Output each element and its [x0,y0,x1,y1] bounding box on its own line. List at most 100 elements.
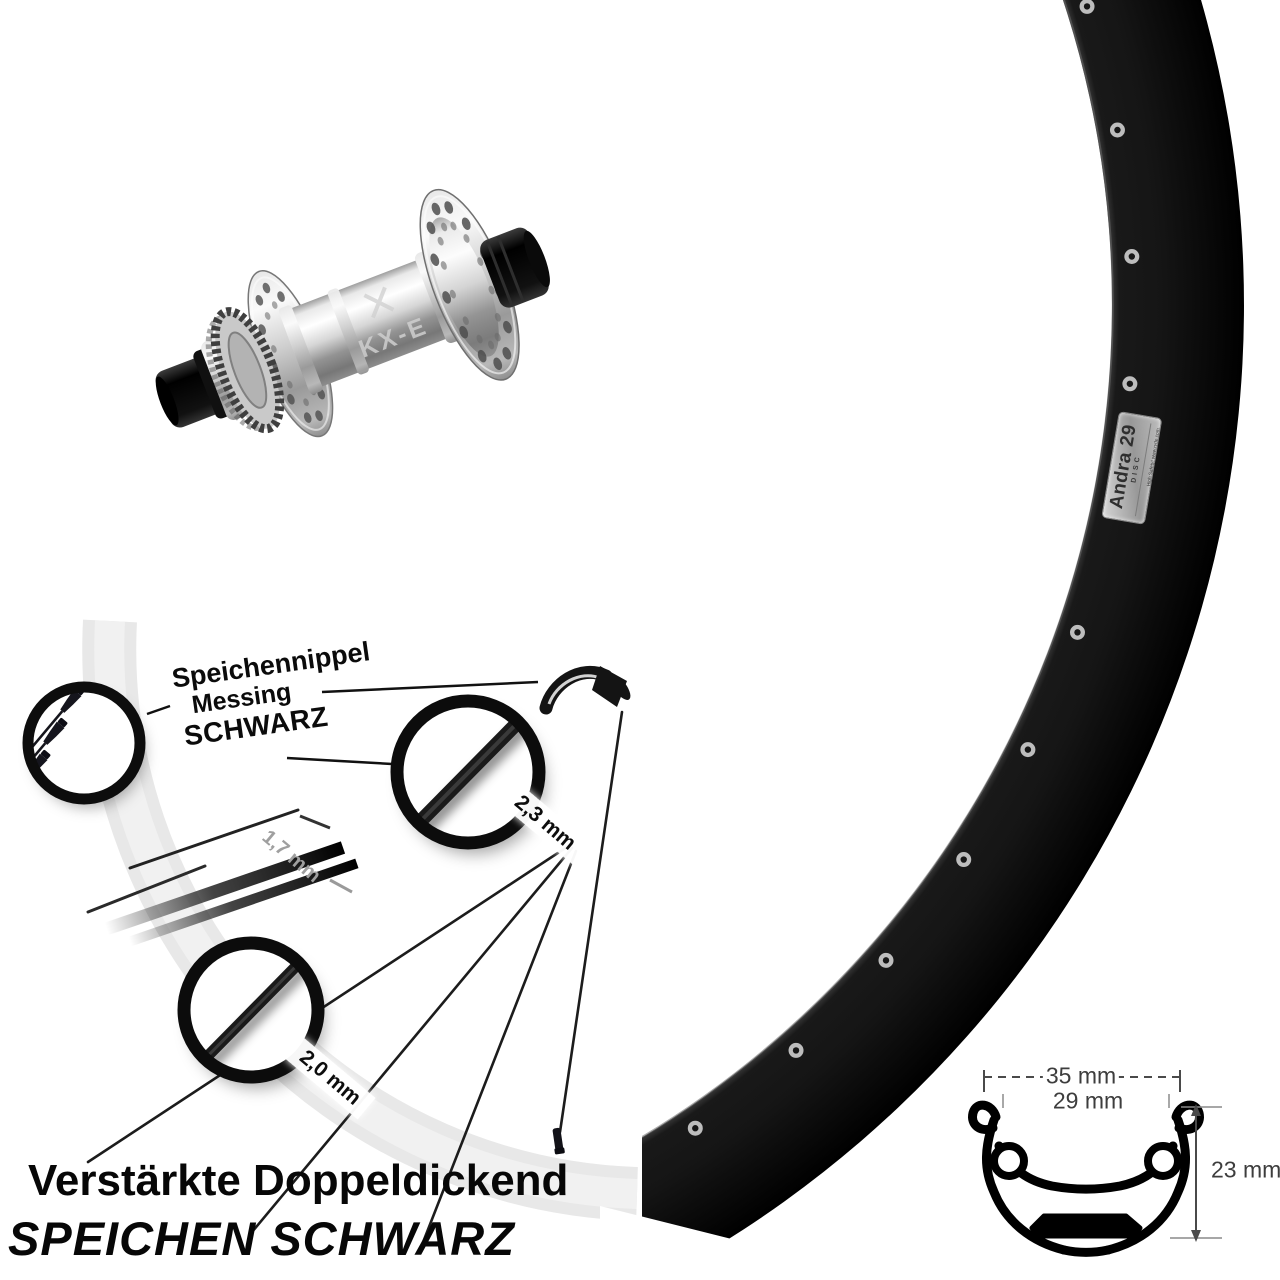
flange-spoke-hole [426,221,436,235]
front-hub-photo: KX-E [155,188,550,438]
nipple-head [554,1147,565,1155]
spoke-flared-head [592,666,627,707]
flange-spoke-hole [444,201,454,214]
rim-photo [642,0,1244,1280]
rim-eyelet-hole [692,1125,699,1132]
hub-axle-end-right [523,230,550,288]
spoke-bar-upper [104,841,346,936]
spoke-bar-lower [128,858,359,947]
dim23-arrow-up [1191,1104,1201,1116]
spoke-highlight-23 [402,704,536,840]
hub-flange-right-face [429,217,499,357]
magnifier-circle-thick [390,694,546,850]
dimension-lines [983,1070,1222,1239]
rim-eyelet-hole [1083,3,1091,10]
flange-spoke-hole [462,316,469,326]
photo-crop-mask [600,1206,896,1280]
spoke-elbow-highlight [547,674,601,705]
flange-spoke-hole [493,357,503,370]
flange-spoke-hole [503,320,512,334]
dim-tick-17-lower [329,878,353,894]
flange-spoke-hole [440,261,447,270]
magnifier3-content [186,944,318,1078]
dim-tick-17-upper [299,814,331,830]
j-bend-spoke-head [539,665,631,715]
rim-eyelet-hole [1024,746,1032,753]
flange-spoke-hole [303,412,312,423]
rim-bottom [1059,1245,1113,1257]
rim-inner-edge-highlight [642,0,1114,1139]
magnifier-circle-nipples [22,681,146,805]
rim-weld-pad [1029,1213,1143,1239]
hub-barrel-step-left [278,305,323,394]
flange-spoke-hole [461,217,471,230]
spoke-segment-b [86,864,207,914]
rim-arc [642,0,1244,1280]
leader-line-note-to-circle2 [286,756,393,766]
fan-spoke-3 [418,849,578,1252]
flange-spoke-hole [459,325,469,339]
butted-spoke-bars [104,841,359,947]
brass-nipple-2 [32,717,68,786]
fan-spoke-4 [558,710,624,1134]
rim-wall-right [1103,1115,1190,1255]
fan-spoke-2 [250,846,574,1234]
rim-eyelet-hole [1128,253,1136,260]
flange-spoke-hole [437,236,444,246]
axle-rib-1 [485,241,514,306]
leader-line-circle1-to-note [146,704,171,716]
flange-spoke-hole [315,410,323,421]
centerlock-core [227,331,268,409]
spoke-head-end [611,676,631,700]
magnifier3-ring [177,936,325,1084]
spoke-nipple-on-fan [552,1127,565,1155]
rim-eyelet-tube-right [1144,1142,1182,1180]
flange-spoke-hole [463,234,470,243]
flange-spoke-hole [441,222,448,232]
spoke-fan [86,710,624,1252]
rim-eyelet-hole [1074,629,1081,636]
flange-spoke-hole [477,349,487,363]
rim-eyelet-tube-left [990,1142,1028,1180]
rim-eyelet-hole [1126,380,1134,387]
flange-spoke-hole [287,393,295,405]
flange-spoke-hole [477,257,484,266]
flange-spoke-hole [430,253,440,266]
caption-line2: SPEICHEN SCHWARZ [8,1212,515,1265]
flange-spoke-hole [488,340,495,350]
dimension-inner-width: 29 mm [1049,1087,1127,1115]
magnifier1-content [32,691,85,786]
flange-spoke-hole [264,312,271,320]
dimension-depth: 23 mm [1208,1156,1280,1184]
spoke-segment-a [128,808,300,870]
flange-spoke-hole [286,380,293,389]
leader-line-note-to-spokehead [321,680,539,694]
flange-spoke-hole [494,332,501,342]
dimension-outer-width: 35 mm [1042,1062,1120,1090]
rim-wall-left [982,1115,1069,1255]
flange-spoke-hole [303,398,309,407]
flange-spoke-hole [488,285,495,295]
flange-spoke-hole [255,294,264,306]
spoke-highlight-20 [194,952,310,1070]
rim-eyelet-hole [1114,126,1121,134]
flange-spoke-hole [442,291,452,304]
flange-spoke-hole [277,291,285,302]
axle-rib-2 [496,235,525,303]
magnifier-circle-end [177,936,325,1084]
hub-logo-x [363,286,395,319]
flange-spoke-hole [450,221,457,231]
flange-spoke-hole [476,334,483,344]
rim-hook-left [968,1100,1001,1134]
flange-spoke-hole [271,345,277,353]
flange-spoke-hole [494,312,501,322]
rim-cross-section-diagram [968,1070,1222,1257]
flange-spoke-hole [262,282,271,294]
magnifier1-ring [22,681,146,805]
magnifier1-disc [28,687,140,799]
hub-barrel-step-mid [327,288,369,375]
flange-spoke-hole [431,202,441,216]
nipple-body [552,1127,564,1151]
